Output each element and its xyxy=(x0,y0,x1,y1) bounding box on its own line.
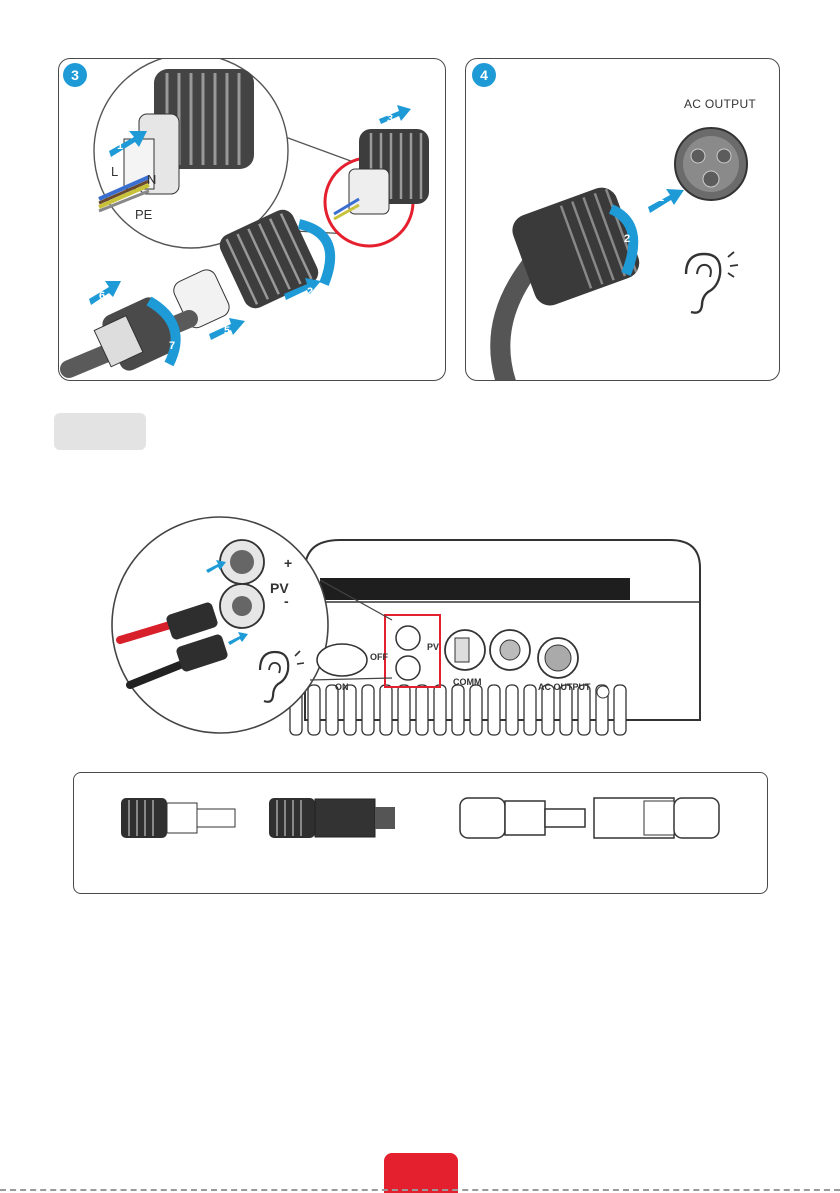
connector-a xyxy=(121,798,235,838)
ear-icon xyxy=(686,252,738,313)
pv-plus-label: + xyxy=(284,555,292,571)
connector-types-illustration xyxy=(74,773,768,894)
connector-b xyxy=(269,798,395,838)
switch-off-label: OFF xyxy=(370,652,388,662)
switch-on-label: ON xyxy=(335,682,349,692)
step4-arrow-number-2: 2 xyxy=(624,233,630,245)
connector-d xyxy=(594,798,719,838)
ac-output-port-label: AC OUTPUT xyxy=(538,682,591,692)
arrow-number-2: 2 xyxy=(307,286,313,298)
step-4-illustration: 1 2 xyxy=(466,59,780,381)
wire-label-l: L xyxy=(111,164,118,179)
pv-inverter-illustration: PV + - PV ON OFF COMM AC OUTPUT xyxy=(110,510,750,760)
wire-label-n: N xyxy=(147,172,156,187)
arrow-number-3: 3 xyxy=(387,113,393,125)
arrow-number-5: 5 xyxy=(224,325,230,337)
arrow-number-1: 1 xyxy=(117,140,123,152)
page-number-tab xyxy=(384,1153,458,1193)
step4-arrow-number-1: 1 xyxy=(658,192,664,204)
section-tab xyxy=(54,413,146,450)
comm-port-label: COMM xyxy=(453,677,482,687)
arrow-number-4: 4 xyxy=(314,250,321,262)
bottom-dashed-line xyxy=(0,1189,840,1191)
panel-pv-label: PV xyxy=(427,642,439,652)
arrow-number-7: 7 xyxy=(169,340,175,352)
pv-minus-label: - xyxy=(284,593,289,609)
step-3-panel: 3 xyxy=(58,58,446,381)
wire-label-pe: PE xyxy=(135,207,153,222)
step-4-panel: 4 AC OUTPUT 1 2 xyxy=(465,58,780,381)
connector-types-panel xyxy=(73,772,768,894)
connector-c xyxy=(460,798,585,838)
arrow-number-6: 6 xyxy=(99,290,105,302)
step-3-illustration: 1 2 3 4 5 6 7 L N PE xyxy=(59,59,446,381)
